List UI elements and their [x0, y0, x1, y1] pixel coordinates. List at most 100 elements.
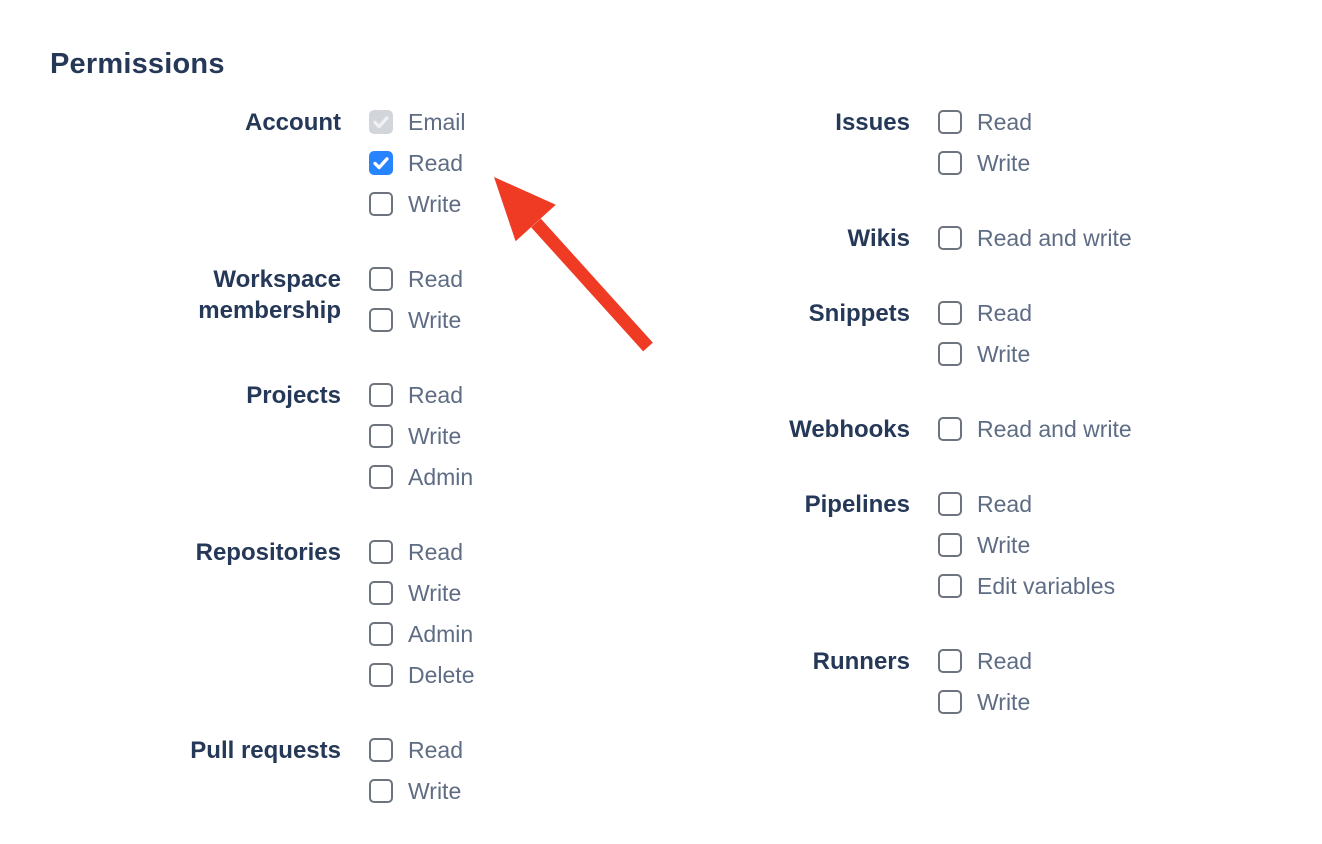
pull-requests-read-label[interactable]: Read [408, 737, 463, 763]
projects-write-checkbox[interactable] [369, 424, 393, 448]
permission-option-row: Read [369, 383, 473, 407]
projects-read-checkbox[interactable] [369, 383, 393, 407]
pipelines-read-label[interactable]: Read [977, 491, 1032, 517]
group-label-pull-requests: Pull requests [190, 737, 341, 764]
group-label-projects: Projects [246, 382, 341, 409]
wikis-read-and-write-label[interactable]: Read and write [977, 225, 1132, 251]
repositories-delete-label[interactable]: Delete [408, 662, 475, 688]
group-label-snippets: Snippets [808, 300, 910, 327]
group-label-workspace-membership: Workspace membership [198, 266, 341, 324]
group-label-wikis: Wikis [847, 225, 910, 252]
account-read-label[interactable]: Read [408, 150, 463, 176]
repositories-read-checkbox[interactable] [369, 540, 393, 564]
snippets-read-checkbox[interactable] [938, 301, 962, 325]
workspace-membership-write-checkbox[interactable] [369, 308, 393, 332]
pull-requests-write-label[interactable]: Write [408, 778, 462, 804]
permission-option-row: Read and write [938, 226, 1132, 250]
pipelines-write-checkbox[interactable] [938, 533, 962, 557]
account-read-checkbox[interactable] [369, 151, 393, 175]
permission-option-row: Write [938, 690, 1032, 714]
permission-option-row: Read [369, 540, 474, 564]
account-email-label[interactable]: Email [408, 109, 466, 135]
group-label-issues: Issues [835, 109, 910, 136]
snippets-write-checkbox[interactable] [938, 342, 962, 366]
webhooks-read-and-write-label[interactable]: Read and write [977, 416, 1132, 442]
permission-option-row: Read [369, 738, 463, 762]
repositories-delete-checkbox[interactable] [369, 663, 393, 687]
repositories-admin-label[interactable]: Admin [408, 621, 474, 647]
workspace-membership-write-label[interactable]: Write [408, 307, 462, 333]
projects-admin-checkbox[interactable] [369, 465, 393, 489]
runners-write-label[interactable]: Write [977, 689, 1031, 715]
runners-read-label[interactable]: Read [977, 648, 1032, 674]
account-email-checkbox [369, 110, 393, 134]
issues-write-label[interactable]: Write [977, 150, 1031, 176]
group-label-pipelines: Pipelines [804, 491, 910, 518]
projects-write-label[interactable]: Write [408, 423, 462, 449]
permission-option-row: Write [938, 533, 1115, 557]
projects-read-label[interactable]: Read [408, 382, 463, 408]
issues-write-checkbox[interactable] [938, 151, 962, 175]
repositories-write-checkbox[interactable] [369, 581, 393, 605]
permission-option-row: Read and write [938, 417, 1132, 441]
repositories-admin-checkbox[interactable] [369, 622, 393, 646]
options-wikis: Read and write [938, 226, 1132, 267]
workspace-membership-read-checkbox[interactable] [369, 267, 393, 291]
permission-option-row: Write [369, 424, 473, 448]
permission-option-row: Write [369, 779, 463, 803]
account-write-label[interactable]: Write [408, 191, 462, 217]
pipelines-write-label[interactable]: Write [977, 532, 1031, 558]
permission-option-row: Read [938, 301, 1032, 325]
webhooks-read-and-write-checkbox[interactable] [938, 417, 962, 441]
group-label-webhooks: Webhooks [789, 416, 910, 443]
group-label-account: Account [245, 109, 341, 136]
pipelines-edit-variables-label[interactable]: Edit variables [977, 573, 1116, 599]
issues-read-label[interactable]: Read [977, 109, 1032, 135]
pull-requests-read-checkbox[interactable] [369, 738, 393, 762]
permission-option-row: Write [369, 581, 474, 605]
snippets-write-label[interactable]: Write [977, 341, 1031, 367]
permission-option-row: Admin [369, 465, 473, 489]
group-label-repositories: Repositories [195, 539, 341, 566]
account-write-checkbox[interactable] [369, 192, 393, 216]
issues-read-checkbox[interactable] [938, 110, 962, 134]
permission-option-row: Write [938, 342, 1032, 366]
permission-option-row: Edit variables [938, 574, 1115, 598]
permission-option-row: Email [369, 110, 466, 134]
runners-write-checkbox[interactable] [938, 690, 962, 714]
wikis-read-and-write-checkbox[interactable] [938, 226, 962, 250]
repositories-read-label[interactable]: Read [408, 539, 463, 565]
workspace-membership-read-label[interactable]: Read [408, 266, 463, 292]
permission-group-wikis: Wikis Read and write [698, 225, 1258, 267]
pipelines-read-checkbox[interactable] [938, 492, 962, 516]
pipelines-edit-variables-checkbox[interactable] [938, 574, 962, 598]
group-label-runners: Runners [812, 648, 910, 675]
pull-requests-write-checkbox[interactable] [369, 779, 393, 803]
runners-read-checkbox[interactable] [938, 649, 962, 673]
permission-option-row: Write [369, 308, 463, 332]
snippets-read-label[interactable]: Read [977, 300, 1032, 326]
repositories-write-label[interactable]: Write [408, 580, 462, 606]
checkmark-icon [373, 157, 389, 170]
permission-option-row: Read [938, 492, 1115, 516]
projects-admin-label[interactable]: Admin [408, 464, 474, 490]
permission-option-row: Read [369, 267, 463, 291]
permission-option-row: Write [369, 192, 466, 216]
